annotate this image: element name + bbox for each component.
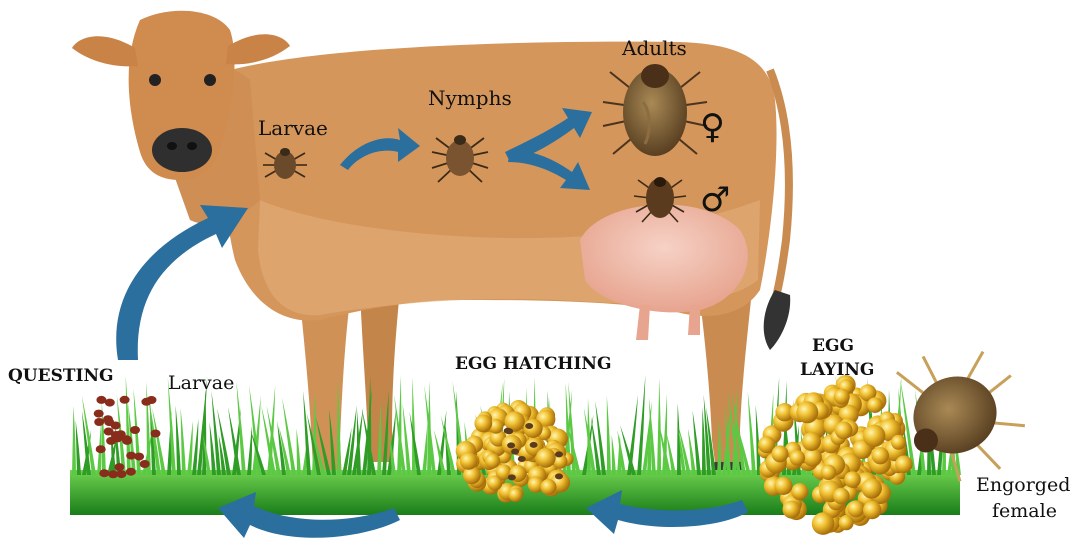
cow-udder [580, 205, 748, 313]
grass-blade [748, 392, 756, 475]
tick-egg [863, 501, 881, 519]
tick-egg [508, 488, 522, 502]
tick-egg [485, 453, 500, 468]
questing-larva [147, 396, 157, 404]
tick-egg [524, 419, 543, 438]
grass-blade [612, 435, 616, 475]
questing-larva [140, 460, 150, 468]
hatched-larva [555, 473, 563, 479]
tick-egg [872, 447, 889, 464]
hatched-larva [504, 428, 512, 434]
tick-egg [844, 471, 861, 488]
tick-egg [460, 452, 478, 470]
tick-egg [834, 389, 850, 405]
tick-egg [541, 479, 557, 495]
grass-blade [181, 408, 186, 475]
tick-egg [474, 415, 492, 433]
grass-blade [677, 403, 681, 475]
tick-egg [772, 445, 789, 462]
label-engorged-2: female [992, 502, 1057, 521]
label-nymphs: Nymphs [428, 88, 512, 108]
tick-egg [895, 456, 913, 474]
grass-blade [176, 405, 181, 475]
tick-egg [863, 425, 885, 447]
questing-larva [151, 430, 161, 438]
questing-larva [104, 428, 114, 436]
hatched-larva [530, 442, 538, 448]
tick-egg [802, 432, 821, 451]
grass-blade [422, 421, 428, 475]
hatched-larva [518, 456, 526, 462]
grass-blade [76, 420, 81, 475]
questing-larva [94, 410, 104, 418]
grass-blade [187, 421, 193, 475]
label-questing: QUESTING [8, 368, 114, 385]
tick-egg [536, 448, 556, 468]
label-larvae-ground: Larvae [168, 374, 234, 393]
questing-larva [96, 445, 106, 453]
label-egg-laying-1: EGG [812, 338, 854, 355]
questing-larva [94, 418, 104, 426]
grass-blade [607, 395, 611, 475]
tick-egg [774, 477, 792, 495]
questing-larva [122, 437, 132, 445]
grass-blade [296, 428, 301, 475]
male-symbol: ♂ [700, 183, 730, 217]
tick-egg [847, 500, 864, 517]
questing-larva [117, 470, 127, 478]
female-symbol: ♀ [700, 110, 725, 144]
hatched-larva [508, 474, 516, 480]
tick-egg [789, 450, 805, 466]
tick-egg [821, 465, 836, 480]
grass-blade [72, 406, 76, 475]
questing-larva [105, 399, 115, 407]
questing-larva [99, 469, 109, 477]
tick-egg [791, 483, 808, 500]
egg-hatching-cluster [456, 400, 574, 503]
tick-egg [839, 515, 854, 530]
tick-egg [867, 397, 883, 413]
hatched-larva [507, 442, 515, 448]
tick-egg [783, 501, 801, 519]
hatched-larva [525, 423, 533, 429]
label-egg-hatching: EGG HATCHING [455, 356, 612, 373]
hatched-larva [555, 451, 563, 457]
tick-egg [833, 488, 850, 505]
label-adults: Adults [622, 38, 687, 58]
tick-egg [891, 435, 906, 450]
cow-ear-left [72, 36, 138, 66]
questing-larva [104, 418, 114, 426]
cow-eye-right [204, 74, 216, 86]
grass-blade [357, 410, 361, 475]
label-larvae-on-host: Larvae [258, 118, 328, 138]
questing-larva [130, 426, 140, 434]
questing-larva [114, 463, 124, 471]
questing-larva [126, 468, 136, 476]
cow-muzzle [152, 128, 212, 172]
tick-egg [862, 478, 882, 498]
arrow-questing-to-host [116, 205, 248, 360]
tick-egg [812, 512, 835, 535]
tick-egg [835, 422, 853, 440]
grass-blade [192, 419, 198, 475]
hatched-larva [511, 449, 519, 455]
tick-egg [796, 401, 818, 423]
cow-eye-left [149, 74, 161, 86]
questing-larva [126, 452, 136, 460]
label-engorged-1: Engorged [976, 476, 1070, 495]
questing-larva [120, 396, 130, 404]
label-egg-laying-2: LAYING [800, 362, 874, 379]
cow-ear-right [226, 34, 290, 64]
